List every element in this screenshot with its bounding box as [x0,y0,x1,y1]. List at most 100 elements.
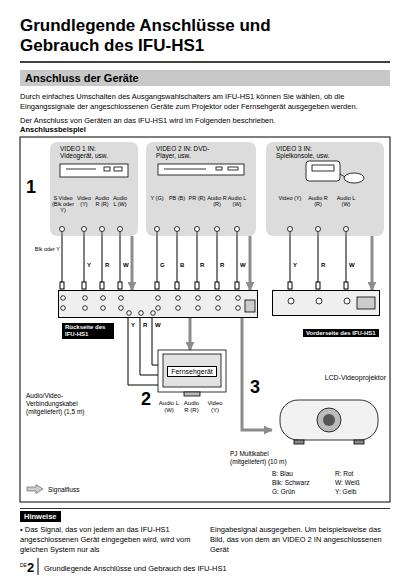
jack [119,306,124,311]
jack [236,296,241,301]
device-body [245,300,255,312]
cable [84,236,85,284]
jack-label: Audio R (R) [181,400,202,413]
diagram-frame [20,137,390,502]
node-text: VIDEO 3 IN: Spielkonsole, usw. [276,145,348,160]
subheading: Anschlussbeispiel [20,126,220,135]
plug [82,282,86,289]
cable [177,236,178,284]
lens-core [323,414,335,426]
jack [101,296,106,301]
jack [139,311,144,316]
signal-flow-arrow [371,236,374,290]
input-group: VIDEO 3 IN: Spielkonsole, usw. [266,142,384,236]
jack [127,311,132,316]
plug [118,282,122,289]
jack-label: Audio L (W) [111,195,129,207]
jack [101,306,106,311]
plug [60,282,64,289]
plug-color: Blk oder Y [34,246,60,252]
jack-label: Y (G) [147,195,167,201]
device-body [114,167,122,171]
page-title: Grundlegende Anschlüsse und Gebrauch des… [20,16,305,55]
note-label: G: Grün [272,488,332,496]
note-label: Blk: Schwarz [272,479,332,487]
cable [120,236,121,284]
lens [317,408,341,432]
section-band: Anschluss der Geräte [20,70,390,86]
jack [215,227,220,232]
plug [288,282,292,289]
jack [216,306,221,311]
jack [83,296,88,301]
cable [346,236,347,284]
node-text: LCD-Videoprojektor [272,374,386,381]
device-body [357,297,375,309]
device-body [158,164,244,175]
body-text: Durch einfaches Umschalten des Ausgangsw… [20,92,390,112]
detail [340,174,345,177]
cable [62,236,63,284]
signal-flow-arrow [242,318,272,430]
node-text: Anschluss der Geräte [20,70,390,86]
jack [61,306,66,311]
device-body [280,400,378,440]
detail [164,169,206,170]
jack-label: Video (Y) [75,195,93,207]
jack [176,296,181,301]
cable [217,236,218,284]
footer-rule [38,558,39,575]
jack-label: S Video (Blk oder Y) [52,195,74,213]
plug [235,282,239,289]
jack [196,306,201,311]
note-rule [20,508,390,510]
plug-color: Y [293,262,301,268]
plug-color: R [143,322,151,328]
note-label: R: Rot [335,470,385,478]
node-text: Vorderseite des IFU-HS1 [303,329,379,337]
device-body [216,167,222,170]
jack [83,306,88,311]
plug-color: R [105,262,113,268]
jack [119,296,124,301]
input-group: VIDEO 2 IN: DVD-Player, usw. [146,142,256,236]
cable [237,236,238,284]
jack [196,296,201,301]
callout-number: 3 [250,378,264,396]
device-body [312,165,334,171]
jack [176,306,181,311]
cable [290,236,291,284]
cable [157,236,158,284]
body-text: Der Anschluss von Geräten an das IFU-HS1… [20,116,390,126]
plug [195,282,199,289]
plug-color: W [155,322,163,328]
jack [60,227,65,232]
plug [316,282,320,289]
plug [100,282,104,289]
plug-color: B [180,262,188,268]
av-cable [128,318,158,385]
jack [235,227,240,232]
note-text: Eingabesignal ausgegeben. Um beispielswe… [210,525,390,554]
plug-color: Y [131,322,139,328]
plug-color: W [123,262,131,268]
jack [316,227,321,232]
jack-label: PR (R) [187,195,207,201]
projector: LCD-Videoprojektor [272,388,386,446]
jack-label: PB (B) [167,195,187,201]
device-body [163,354,221,387]
device-drawing [59,291,259,319]
note-label: B: Blau [272,470,332,478]
jack-label: Video (Y) [277,195,303,201]
device-body [60,164,128,177]
tv-set: Fernsehgerät [158,350,226,396]
device-body [306,161,340,181]
jack [82,227,87,232]
cable [318,236,319,284]
jack [288,227,293,232]
jack [344,227,349,232]
note-label: Audio/Video-Verbindungskabel (mitgeliefe… [26,392,108,415]
jack [61,296,66,301]
jack [288,298,294,304]
